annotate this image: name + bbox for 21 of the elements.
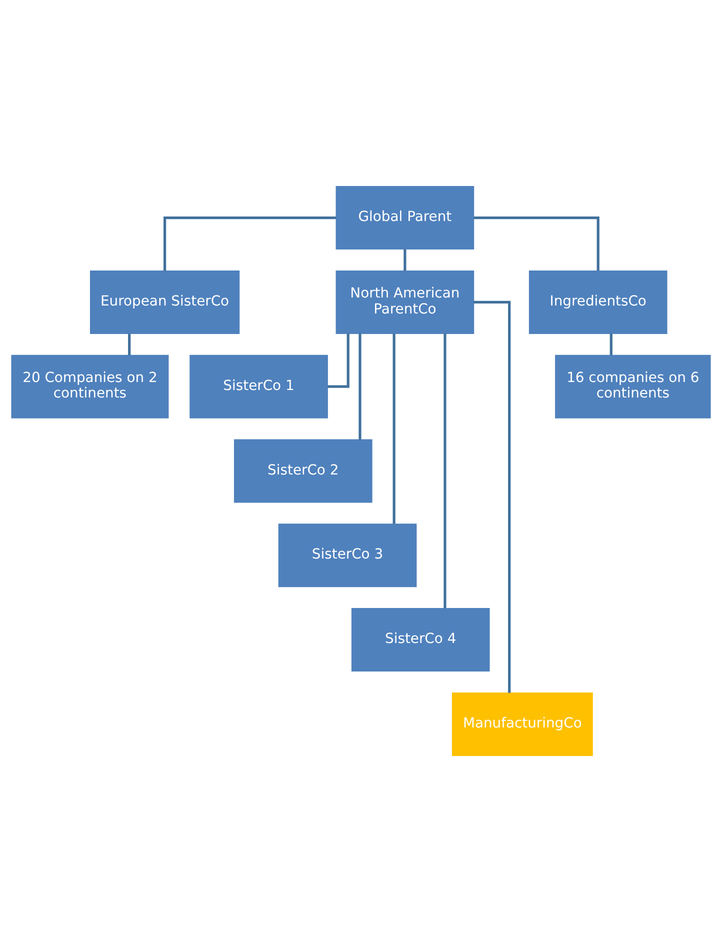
node-box: ManufacturingCo xyxy=(452,692,593,756)
node-box: IngredientsCo xyxy=(528,270,668,334)
node-box: 16 companies on 6 continents xyxy=(555,354,711,418)
node-box: SisterCo 4 xyxy=(351,608,490,672)
connector xyxy=(610,333,612,355)
node-box: European SisterCo xyxy=(90,270,240,334)
node-box: 20 Companies on 2 continents xyxy=(11,354,169,418)
node-box: SisterCo 2 xyxy=(234,438,372,502)
connector xyxy=(404,248,406,270)
node-box: SisterCo 1 xyxy=(190,354,328,418)
connector xyxy=(358,333,362,440)
connector xyxy=(474,216,600,270)
node-box: SisterCo 3 xyxy=(278,523,417,587)
connector xyxy=(392,333,396,524)
connector xyxy=(328,333,350,388)
connector xyxy=(128,333,131,355)
connector xyxy=(474,300,511,692)
node-box: Global Parent xyxy=(336,186,474,250)
connector xyxy=(163,216,336,270)
node-box: North American ParentCo xyxy=(336,270,474,334)
connector xyxy=(444,333,446,608)
